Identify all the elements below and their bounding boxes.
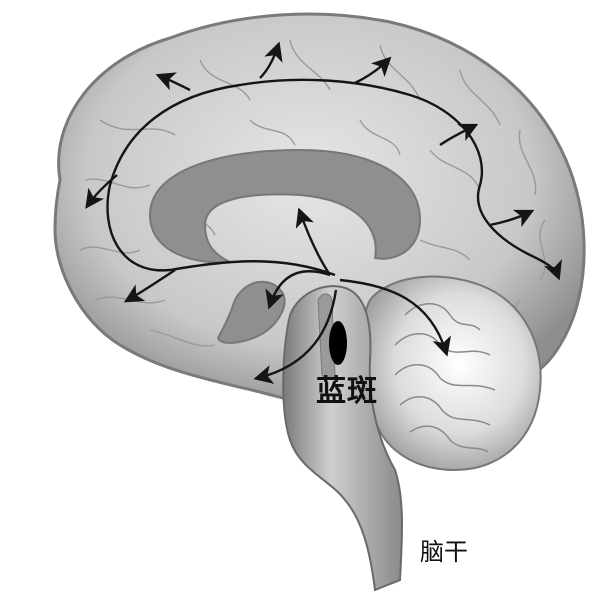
branch-frontal-1 xyxy=(85,174,118,209)
branch-parietal-2 xyxy=(354,56,392,85)
branch-hypothalamus xyxy=(253,289,338,384)
lateral-ventricle xyxy=(148,148,422,264)
locus-coeruleus-label: 蓝斑 xyxy=(316,374,378,409)
pathway-main-arc xyxy=(106,78,562,281)
branch-thalamus-down xyxy=(265,270,331,310)
branch-occipital-2 xyxy=(489,209,535,228)
branch-basal-front xyxy=(123,269,176,303)
branch-occipital-1 xyxy=(439,123,479,146)
branch-thalamus-up xyxy=(295,207,331,276)
projection-pathways xyxy=(85,41,562,384)
branch-cerebellum xyxy=(339,278,451,357)
brainstem-label: 脑干 xyxy=(420,538,468,566)
branch-parietal-1 xyxy=(259,41,283,79)
brainstem xyxy=(282,285,404,592)
locus-coeruleus-nucleus xyxy=(329,321,347,365)
branch-frontal-2 xyxy=(155,72,191,92)
cerebellar-folia xyxy=(394,303,496,453)
